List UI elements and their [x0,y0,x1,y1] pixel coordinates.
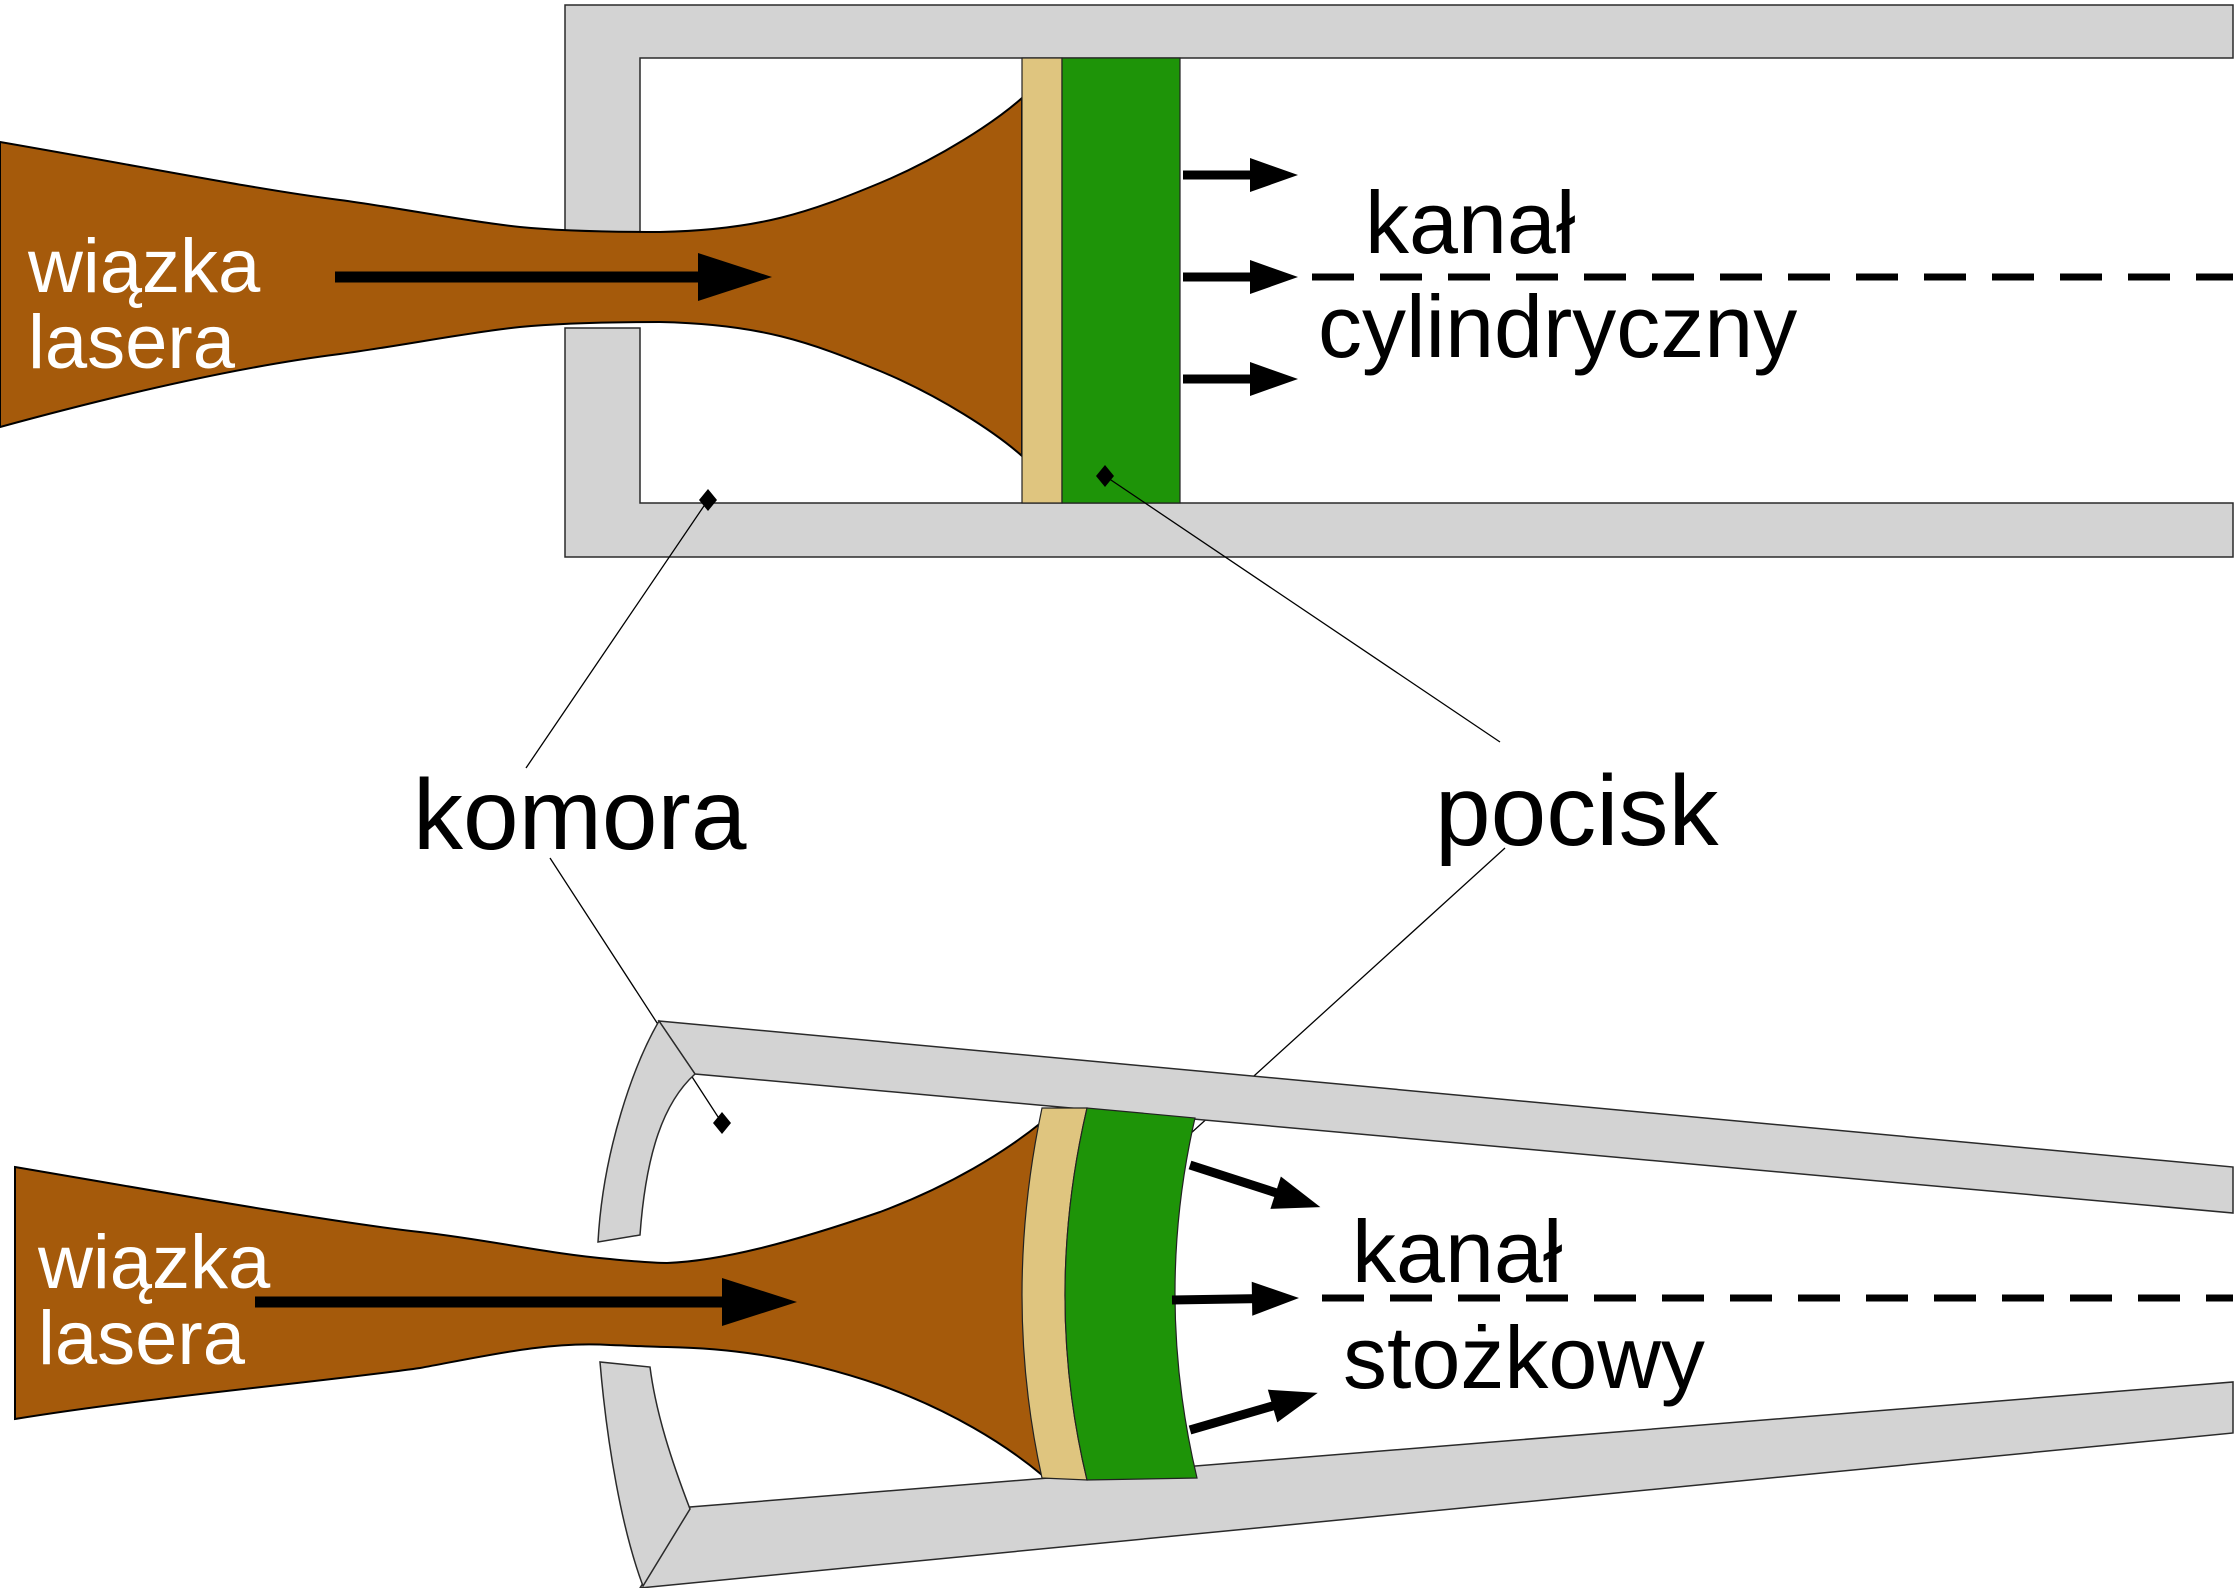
bottom-cone-wall-upper [657,1020,2234,1214]
bottom-projectile-layer [1064,1107,1198,1481]
diamond-marker-chamber-top [699,489,717,511]
bottom-beam-arrow [255,1278,797,1326]
top-projectile-layer [1061,57,1181,504]
bottom-motion-arrow-1 [1188,1160,1321,1209]
bottom-chamber-arc-wall-upper [597,1019,696,1243]
top-motion-arrow-1 [1183,158,1298,192]
callouts: komora pocisk [413,465,1719,1224]
top-beam-label-line1: wiązka [27,224,261,309]
top-channel-label-line2: cylindryczny [1318,277,1797,376]
top-beam-arrow [335,253,772,301]
bottom-motion-arrow-2 [1171,1281,1299,1316]
bottom-channel-label-line2: stożkowy [1343,1308,1705,1407]
diamond-marker-chamber-bottom [713,1112,731,1134]
chamber-label: komora [413,759,747,871]
top-beam-label-line2: lasera [28,300,236,385]
top-motion-arrow-2 [1183,260,1298,294]
top-diagram: wiązka lasera kanał cylindryczny [0,4,2234,558]
top-channel-label-line1: kanał [1365,173,1575,272]
chamber-leader-line-bottom [549,857,723,1124]
top-motion-arrow-3 [1183,362,1298,396]
bottom-diagram: wiązka lasera kanał stożkowy [14,1019,2234,1588]
top-buffer-layer [1021,57,1063,504]
bottom-beam-label-line2: lasera [38,1296,246,1381]
projectile-label: pocisk [1435,755,1719,867]
bottom-motion-arrow-3 [1188,1389,1318,1435]
top-chamber-wall-lower [564,327,2234,558]
bottom-channel-label-line1: kanał [1352,1202,1562,1301]
bottom-cone-wall-lower [639,1381,2234,1588]
projectile-leader-line-top [1104,475,1501,743]
bottom-beam-label-line1: wiązka [37,1220,271,1305]
bottom-chamber-arc-wall-lower [599,1361,691,1588]
chamber-leader-line-top [525,499,709,769]
diamond-marker-projectile-top [1096,465,1114,487]
